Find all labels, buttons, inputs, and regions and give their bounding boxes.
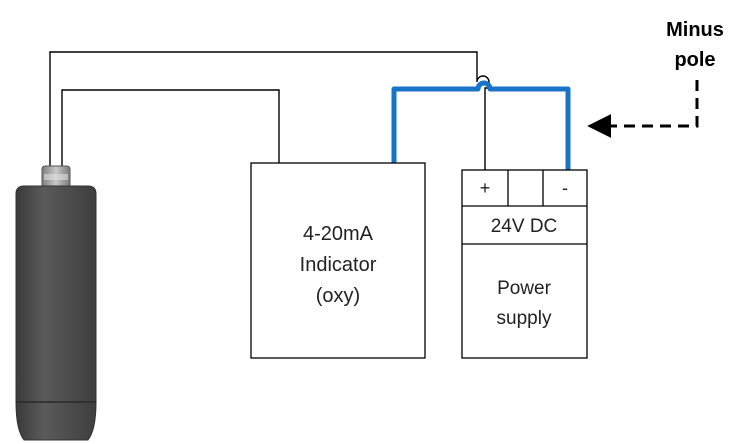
indicator-line-3: (oxy) [316,285,360,307]
power-supply-line-1: Power [497,278,552,299]
indicator-line-2: Indicator [300,254,377,276]
plus-terminal: + [480,178,491,198]
wire-sensor-to-plus [49,51,490,170]
indicator-line-1: 4-20mA [303,223,374,245]
minus-pole-callout: Minus pole [587,19,724,138]
voltage-label: 24V DC [491,216,558,237]
minus-terminal: - [562,178,568,198]
sensor-cap-ring [44,174,68,180]
callout-line-2: pole [674,49,715,71]
callout-line-1: Minus [666,19,724,41]
power-supply-line-2: supply [497,308,552,329]
callout-arrow [587,80,699,138]
wire-indicator-to-minus [391,80,571,170]
black-wires [49,51,490,170]
power-supply: + - 24V DC Power supply [461,169,588,359]
oxygen-sensor [15,165,97,441]
wire-sensor-to-indicator [61,89,280,166]
indicator-box: 4-20mA Indicator (oxy) [250,162,426,359]
